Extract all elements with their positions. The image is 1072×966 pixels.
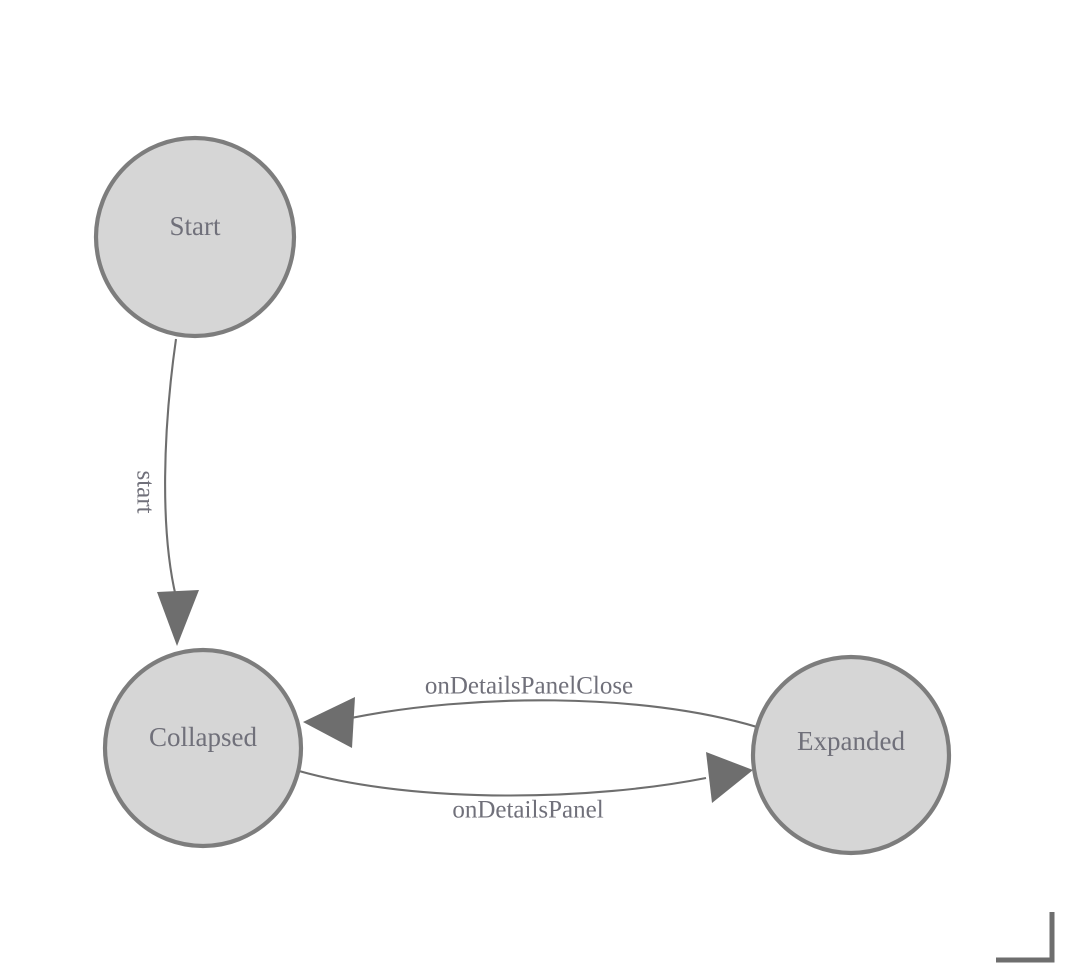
edge-path-start-to-collapsed xyxy=(164,338,178,598)
node-expanded-label: Expanded xyxy=(797,726,905,756)
edge-label-ondetailspanel: onDetailsPanel xyxy=(452,797,603,824)
node-collapsed-circle xyxy=(102,647,304,849)
node-collapsed-label: Collapsed xyxy=(149,722,257,752)
node-start-label: Start xyxy=(170,211,221,241)
edge-path-collapsed-to-expanded xyxy=(298,769,707,797)
node-expanded-circle xyxy=(750,654,952,856)
arrowhead-into-expanded xyxy=(706,752,753,803)
arrowhead-into-collapsed xyxy=(157,590,199,646)
edge-label-ondetailspanelclose: onDetailsPanelClose xyxy=(425,673,633,700)
node-start-circle xyxy=(93,135,297,339)
edge-collapsed-to-expanded[interactable]: onDetailsPanel xyxy=(298,752,753,824)
edge-label-start: start xyxy=(131,470,158,513)
node-collapsed[interactable]: Collapsed xyxy=(102,647,304,849)
edge-expanded-to-collapsed[interactable]: onDetailsPanelClose xyxy=(303,673,758,748)
edge-path-expanded-to-collapsed xyxy=(350,699,758,729)
arrowhead-into-collapsed-left xyxy=(303,697,355,748)
node-expanded[interactable]: Expanded xyxy=(750,654,952,856)
resize-handle-corner[interactable] xyxy=(996,912,1055,963)
resize-handle-corner-icon xyxy=(996,912,1055,963)
node-start[interactable]: Start xyxy=(93,135,297,339)
edge-start-to-collapsed[interactable]: start xyxy=(131,338,199,646)
